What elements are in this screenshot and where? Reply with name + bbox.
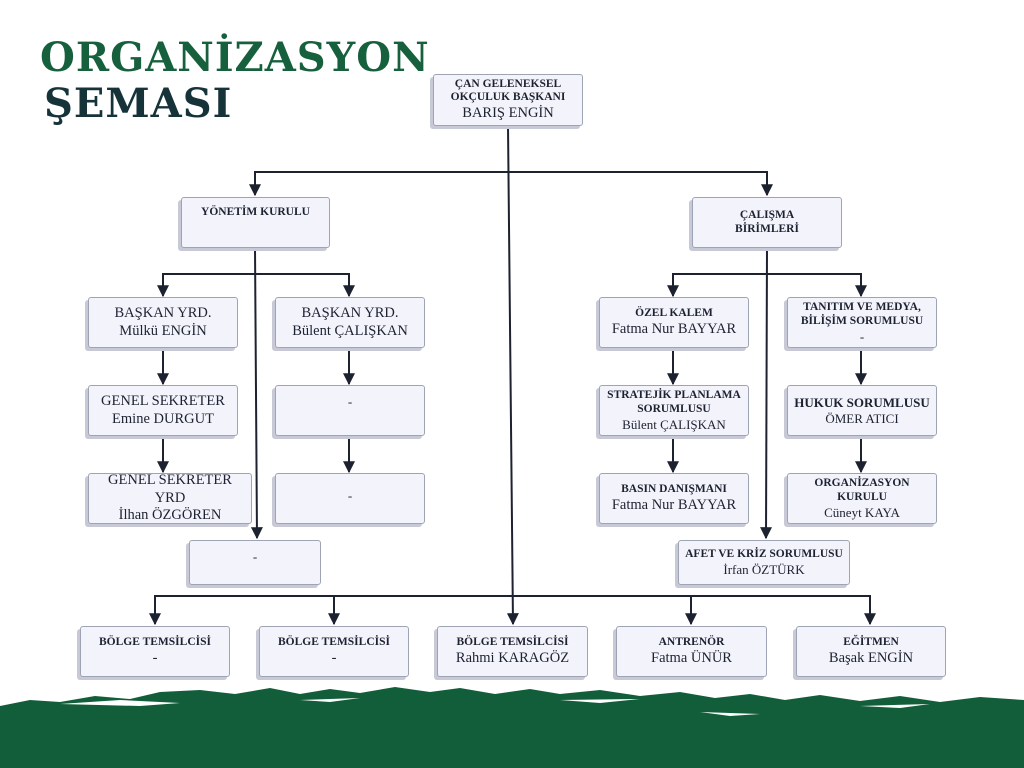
- node-organization: ORGANİZASYON KURULU Cüneyt KAYA: [787, 473, 937, 524]
- page-title-line-2: ŞEMASI: [44, 80, 233, 127]
- node-strategy-role-1: STRATEJİK PLANLAMA: [607, 388, 741, 401]
- node-organization-role-1: ORGANİZASYON: [814, 476, 910, 489]
- node-gen-sec: GENEL SEKRETER Emine DURGUT: [88, 385, 238, 436]
- node-rep-1-name: -: [152, 649, 158, 666]
- node-rep-3-name: Rahmi KARAGÖZ: [455, 649, 570, 666]
- node-board: YÖNETİM KURULU: [181, 197, 330, 248]
- node-legal-role: HUKUK SORUMLUSU: [794, 394, 930, 410]
- node-rep-2: BÖLGE TEMSİLCİSİ -: [259, 626, 409, 677]
- node-crisis-name: İrfan ÖZTÜRK: [723, 561, 805, 577]
- node-media-role-1: TANITIM VE MEDYA,: [803, 300, 921, 313]
- node-media-role-2: BİLİŞİM SORUMLUSU: [800, 314, 924, 327]
- node-crisis-role: AFET VE KRİZ SORUMLUSU: [685, 547, 843, 560]
- node-trainer-name: Başak ENGİN: [828, 649, 914, 666]
- node-president-name: BARIŞ ENGİN: [462, 105, 554, 122]
- node-gen-sec-yrd-name: İlhan ÖZGÖREN: [118, 507, 222, 524]
- node-trainer: EĞİTMEN Başak ENGİN: [796, 626, 946, 677]
- node-strategy-role-2: SORUMLUSU: [637, 402, 711, 415]
- node-private-office-role: ÖZEL KALEM: [635, 306, 713, 319]
- node-rep-3-role: BÖLGE TEMSİLCİSİ: [456, 635, 569, 648]
- node-rep-2-name: -: [331, 649, 337, 666]
- node-president: ÇAN GELENEKSEL OKÇULUK BAŞKANI BARIŞ ENG…: [433, 74, 583, 126]
- node-vp2-sub1-text: -: [347, 394, 353, 409]
- node-strategy-name: Bülent ÇALIŞKAN: [622, 416, 726, 432]
- node-gen-sec-name: Emine DURGUT: [112, 410, 214, 427]
- node-coach: ANTRENÖR Fatma ÜNÜR: [616, 626, 767, 677]
- node-organization-role-2: KURULU: [837, 490, 887, 503]
- node-press-role: BASIN DANIŞMANI: [621, 482, 727, 495]
- node-coach-name: Fatma ÜNÜR: [651, 649, 732, 666]
- node-gen-sec-yrd-role: GENEL SEKRETER YRD: [108, 472, 232, 506]
- page-title-line-1: ORGANİZASYON: [40, 34, 430, 81]
- node-crisis: AFET VE KRİZ SORUMLUSU İrfan ÖZTÜRK: [678, 540, 850, 585]
- node-media: TANITIM VE MEDYA, BİLİŞİM SORUMLUSU -: [787, 297, 937, 348]
- node-vp2-role: BAŞKAN YRD.: [301, 305, 399, 322]
- node-rep-1: BÖLGE TEMSİLCİSİ -: [80, 626, 230, 677]
- node-organization-name: Cüneyt KAYA: [824, 504, 900, 520]
- node-strategy: STRATEJİK PLANLAMA SORUMLUSU Bülent ÇALI…: [599, 385, 749, 436]
- node-trainer-role: EĞİTMEN: [843, 635, 899, 648]
- node-president-role-2: OKÇULUK BAŞKANI: [450, 91, 566, 104]
- node-press: BASIN DANIŞMANI Fatma Nur BAYYAR: [599, 473, 749, 524]
- node-vp2-sub2-text: -: [347, 488, 353, 503]
- node-board-role: YÖNETİM KURULU: [201, 206, 310, 218]
- node-board-extra-text: -: [252, 549, 258, 564]
- node-gen-sec-yrd: GENEL SEKRETER YRD İlhan ÖZGÖREN: [88, 472, 252, 524]
- node-coach-role: ANTRENÖR: [658, 635, 725, 648]
- node-rep-3: BÖLGE TEMSİLCİSİ Rahmi KARAGÖZ: [437, 626, 588, 677]
- node-units-role-1: ÇALIŞMA: [739, 208, 795, 221]
- node-vp2: BAŞKAN YRD. Bülent ÇALIŞKAN: [275, 297, 425, 348]
- node-rep-1-role: BÖLGE TEMSİLCİSİ: [99, 635, 211, 648]
- node-units: ÇALIŞMA BİRİMLERİ: [692, 197, 842, 248]
- node-private-office-name: Fatma Nur BAYYAR: [611, 320, 737, 337]
- node-president-role-1: ÇAN GELENEKSEL: [454, 77, 562, 90]
- node-vp2-sub2: -: [275, 473, 425, 524]
- node-board-extra: -: [189, 540, 321, 585]
- node-media-name: -: [859, 328, 865, 344]
- node-vp2-name: Bülent ÇALIŞKAN: [292, 322, 408, 339]
- node-rep-2-role: BÖLGE TEMSİLCİSİ: [278, 635, 390, 648]
- node-vp2-sub1: -: [275, 385, 425, 436]
- node-private-office: ÖZEL KALEM Fatma Nur BAYYAR: [599, 297, 749, 348]
- node-vp1-name: Mülkü ENGİN: [119, 322, 207, 339]
- node-vp1: BAŞKAN YRD. Mülkü ENGİN: [88, 297, 238, 348]
- node-legal: HUKUK SORUMLUSU ÖMER ATICI: [787, 385, 937, 436]
- node-vp1-role: BAŞKAN YRD.: [114, 305, 212, 322]
- node-press-name: Fatma Nur BAYYAR: [611, 496, 737, 513]
- node-units-role-2: BİRİMLERİ: [735, 222, 799, 235]
- node-gen-sec-role: GENEL SEKRETER: [101, 393, 225, 410]
- node-legal-name: ÖMER ATICI: [825, 410, 899, 426]
